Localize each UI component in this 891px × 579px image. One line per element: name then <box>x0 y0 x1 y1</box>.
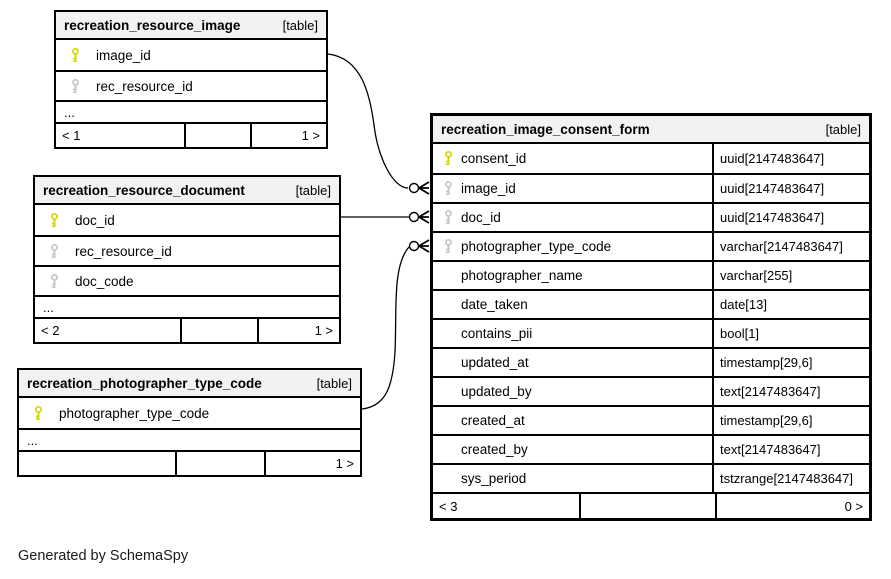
table-title[interactable]: recreation_resource_image <box>64 17 241 33</box>
footer-middle-cell <box>184 124 250 147</box>
column-type: timestamp[29,6] <box>712 349 869 376</box>
column-type: text[2147483647] <box>712 436 869 463</box>
column-type: timestamp[29,6] <box>712 407 869 434</box>
primary-key-icon <box>433 151 461 166</box>
table-header: recreation_resource_document [table] <box>35 177 339 205</box>
column-name: created_at <box>461 413 525 428</box>
footer-middle-cell <box>579 494 715 518</box>
table-type-badge: [table] <box>282 17 318 33</box>
column-row: sys_period tstzrange[2147483647] <box>433 463 869 492</box>
footer-middle-cell <box>175 452 264 475</box>
footer-parents-count: 1 > <box>257 319 339 342</box>
column-name: rec_resource_id <box>96 78 193 94</box>
column-name: consent_id <box>461 151 527 166</box>
more-columns-ellipsis: ... <box>35 295 339 317</box>
column-name: rec_resource_id <box>75 243 172 259</box>
table-header: recreation_photographer_type_code [table… <box>19 370 360 398</box>
column-type: uuid[2147483647] <box>712 204 869 231</box>
column-name: image_id <box>96 47 151 63</box>
table-header: recreation_image_consent_form [table] <box>433 116 869 144</box>
footer-children-count: < 1 <box>62 128 81 143</box>
foreign-key-icon <box>35 243 75 259</box>
column-name: updated_by <box>461 384 532 399</box>
column-row: consent_id uuid[2147483647] <box>433 144 869 173</box>
table-recreation-photographer-type-code[interactable]: recreation_photographer_type_code [table… <box>17 368 362 477</box>
relationship-photographer-type-code <box>361 239 430 410</box>
table-title[interactable]: recreation_resource_document <box>43 182 245 198</box>
column-name: image_id <box>461 181 516 196</box>
more-columns-ellipsis: ... <box>56 100 326 122</box>
column-type: date[13] <box>712 291 869 318</box>
column-name: photographer_name <box>461 268 583 283</box>
table-type-badge: [table] <box>295 182 331 198</box>
foreign-key-icon <box>56 78 96 94</box>
primary-key-icon <box>19 405 59 421</box>
table-header: recreation_resource_image [table] <box>56 12 326 40</box>
relationship-doc-id <box>341 210 430 224</box>
more-columns-ellipsis: ... <box>19 428 360 450</box>
footer-children-count: < 2 <box>41 323 60 338</box>
column-name: doc_id <box>75 212 115 228</box>
column-name: contains_pii <box>461 326 533 341</box>
primary-key-icon <box>35 212 75 228</box>
column-row: doc_id uuid[2147483647] <box>433 202 869 231</box>
column-row: created_at timestamp[29,6] <box>433 405 869 434</box>
table-footer: < 1 1 > <box>56 122 326 147</box>
column-type: bool[1] <box>712 320 869 347</box>
column-name: updated_at <box>461 355 529 370</box>
foreign-key-icon <box>433 210 461 225</box>
relationship-image-id <box>327 53 430 195</box>
foreign-key-icon <box>35 273 75 289</box>
column-type: tstzrange[2147483647] <box>712 465 869 492</box>
column-name: photographer_type_code <box>461 239 612 254</box>
table-title[interactable]: recreation_image_consent_form <box>441 121 650 137</box>
table-recreation-image-consent-form[interactable]: recreation_image_consent_form [table] co… <box>430 113 872 521</box>
column-type: uuid[2147483647] <box>712 175 869 202</box>
generator-note: Generated by SchemaSpy <box>18 548 189 564</box>
footer-parents-count: 1 > <box>264 452 360 475</box>
column-row: rec_resource_id <box>56 70 326 100</box>
column-row: rec_resource_id <box>35 235 339 265</box>
foreign-key-icon <box>433 181 461 196</box>
table-type-badge: [table] <box>316 375 352 391</box>
footer-parents-count: 1 > <box>250 124 326 147</box>
column-name: photographer_type_code <box>59 405 210 421</box>
table-footer: 1 > <box>19 450 360 475</box>
column-type: text[2147483647] <box>712 378 869 405</box>
footer-middle-cell <box>180 319 257 342</box>
footer-children-count: < 3 <box>439 498 458 514</box>
table-type-badge: [table] <box>825 121 861 137</box>
foreign-key-icon <box>433 239 461 254</box>
table-recreation-resource-image[interactable]: recreation_resource_image [table] image_… <box>54 10 328 149</box>
column-row: updated_by text[2147483647] <box>433 376 869 405</box>
column-name: created_by <box>461 442 528 457</box>
column-type: varchar[2147483647] <box>712 233 869 260</box>
column-name: doc_code <box>75 273 134 289</box>
column-type: uuid[2147483647] <box>712 144 869 173</box>
column-name: sys_period <box>461 471 527 486</box>
column-row: photographer_type_code varchar[214748364… <box>433 231 869 260</box>
table-title[interactable]: recreation_photographer_type_code <box>27 375 262 391</box>
column-row: doc_code <box>35 265 339 295</box>
column-row: photographer_name varchar[255] <box>433 260 869 289</box>
footer-children-count <box>19 452 175 475</box>
column-row: created_by text[2147483647] <box>433 434 869 463</box>
column-name: doc_id <box>461 210 501 225</box>
table-recreation-resource-document[interactable]: recreation_resource_document [table] doc… <box>33 175 341 344</box>
column-row: image_id <box>56 40 326 70</box>
column-row: date_taken date[13] <box>433 289 869 318</box>
column-row: updated_at timestamp[29,6] <box>433 347 869 376</box>
column-row: image_id uuid[2147483647] <box>433 173 869 202</box>
column-row: doc_id <box>35 205 339 235</box>
column-row: contains_pii bool[1] <box>433 318 869 347</box>
footer-parents-count: 0 > <box>715 494 869 518</box>
table-footer: < 3 0 > <box>433 492 869 518</box>
column-type: varchar[255] <box>712 262 869 289</box>
column-name: date_taken <box>461 297 528 312</box>
column-row: photographer_type_code <box>19 398 360 428</box>
table-footer: < 2 1 > <box>35 317 339 342</box>
primary-key-icon <box>56 47 96 63</box>
